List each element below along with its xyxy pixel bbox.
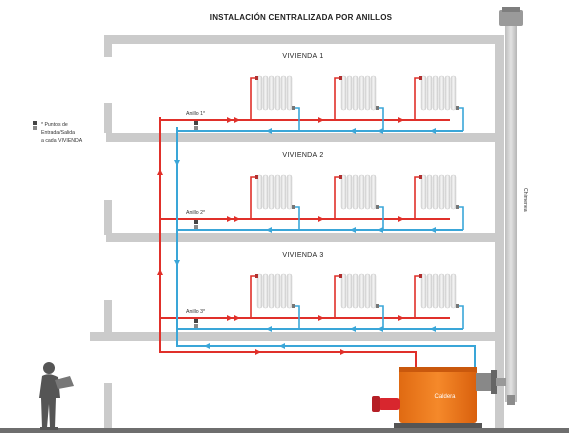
diagram-title: INSTALACIÓN CENTRALIZADA POR ANILLOS xyxy=(210,13,393,22)
legend-line-3: a cada VIVIENDA xyxy=(41,138,83,144)
ring-label-1: Anillo 1* xyxy=(186,111,205,117)
chimney-label: Chimenea xyxy=(522,188,528,212)
ring-valve-icon xyxy=(194,319,198,323)
legend-line-1: * Puntos de xyxy=(41,122,68,128)
floor-3-pipework: Anillo 3* xyxy=(159,273,464,332)
person-silhouette xyxy=(39,362,74,430)
ring-valve-icon xyxy=(194,220,198,224)
ring-label-2: Anillo 2* xyxy=(186,210,205,216)
radiator xyxy=(398,273,464,332)
supply-line xyxy=(159,118,450,121)
radiator xyxy=(234,273,300,332)
radiator xyxy=(398,75,464,134)
return-riser xyxy=(176,127,476,372)
floor-1-label: VIVIENDA 1 xyxy=(282,53,323,60)
floor-2-label: VIVIENDA 2 xyxy=(282,152,323,159)
burner xyxy=(378,398,400,410)
boiler xyxy=(372,367,506,428)
floor-2-pipework: Anillo 2* xyxy=(159,174,464,233)
supply-riser xyxy=(159,117,417,370)
ring-label-3: Anillo 3* xyxy=(186,309,205,315)
floor-3-label: VIVIENDA 3 xyxy=(282,252,323,259)
chimney xyxy=(499,7,523,405)
ring-valve-icon xyxy=(194,121,198,125)
radiator xyxy=(318,273,384,332)
legend: * Puntos de Entrada/Salida a cada VIVIEN… xyxy=(33,121,83,144)
boiler-label: Caldera xyxy=(434,394,456,400)
building-structure xyxy=(0,35,569,433)
legend-line-2: Entrada/Salida xyxy=(41,130,75,136)
floor-1-pipework: Anillo 1* xyxy=(159,75,464,134)
radiator xyxy=(318,75,384,134)
radiator xyxy=(398,174,464,233)
main-risers xyxy=(157,117,476,372)
legend-valve-icon xyxy=(33,121,37,125)
supply-line xyxy=(159,217,450,220)
radiator xyxy=(318,174,384,233)
radiator xyxy=(234,75,300,134)
supply-line xyxy=(159,316,450,319)
radiator xyxy=(234,174,300,233)
